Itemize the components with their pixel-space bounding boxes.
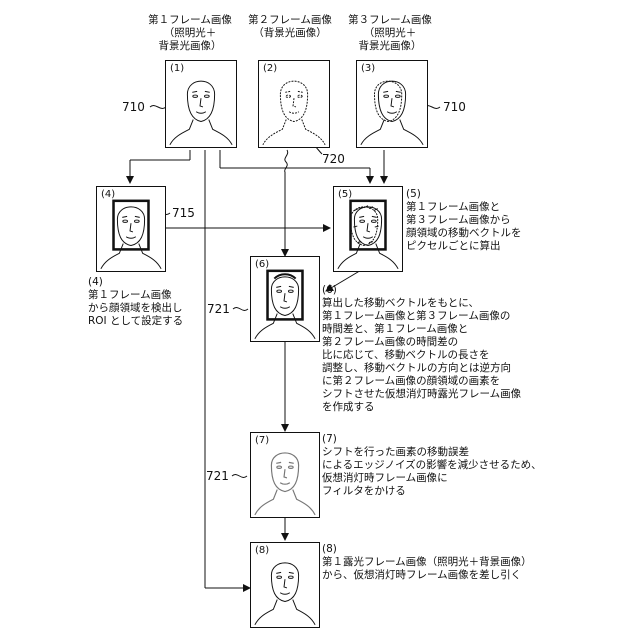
step-7-number: (7): [322, 433, 337, 446]
step-4-text: 第１フレーム画像 から顔領域を検出し ROI として設定する: [88, 289, 183, 328]
frame-3: (3): [356, 60, 428, 148]
step-8-text: 第１露光フレーム画像（照明光＋背景画像） から、仮想消灯時フレーム画像を差し引く: [322, 556, 532, 582]
face-image-3: [357, 61, 427, 147]
step-8-number: (8): [322, 543, 337, 556]
header-frame3: 第３フレーム画像 （照明光＋ 背景光画像）: [340, 14, 440, 53]
ref-721-b: 721: [206, 469, 229, 483]
frame-7: (7): [250, 432, 320, 518]
step-6-number: (6): [322, 284, 337, 297]
ref-710-right: 710: [443, 100, 466, 114]
ref-710-left: 710: [122, 100, 145, 114]
step-5-number: (5): [406, 188, 421, 201]
step-5-text: 第１フレーム画像と 第３フレーム画像から 顔領域の移動ベクトルを ピクセルごとに…: [406, 201, 522, 253]
step-4-number: (4): [88, 276, 103, 289]
frame-5: (5): [333, 186, 403, 272]
ref-715: 715: [172, 206, 195, 220]
frame-2: (2): [258, 60, 330, 148]
face-image-5: [334, 187, 402, 271]
frame-1: (1): [165, 60, 237, 148]
step-6-text: 算出した移動ベクトルをもとに、 第１フレーム画像と第３フレーム画像の 時間差と、…: [322, 297, 521, 414]
face-image-1: [166, 61, 236, 147]
face-image-7: [251, 433, 319, 517]
frame-8: (8): [250, 542, 320, 628]
header-frame2: 第２フレーム画像 （背景光画像）: [242, 14, 338, 40]
face-image-6: [251, 257, 319, 341]
header-frame1: 第１フレーム画像 （照明光＋ 背景光画像）: [140, 14, 240, 53]
ref-720: 720: [322, 152, 345, 166]
face-image-4: [97, 187, 165, 271]
frame-6: (6): [250, 256, 320, 342]
face-image-2: [259, 61, 329, 147]
ref-721-a: 721: [207, 302, 230, 316]
frame-4: (4): [96, 186, 166, 272]
face-image-8: [251, 543, 319, 627]
step-7-text: シフトを行った画素の移動誤差 によるエッジノイズの影響を減少させるため、 仮想消…: [322, 446, 542, 498]
